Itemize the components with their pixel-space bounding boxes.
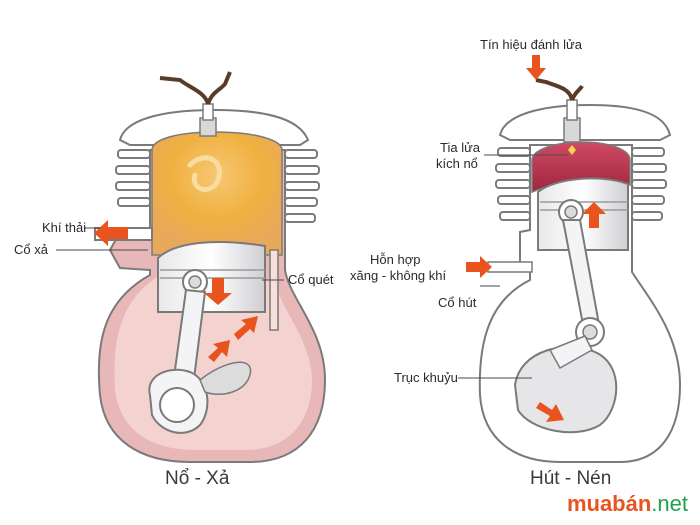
scavenge-arrow-lower (208, 340, 230, 362)
label-exhaust-gas: Khí thải (42, 220, 87, 235)
right-flow-arrows (466, 55, 606, 422)
right-piston (537, 177, 629, 251)
piston-down-arrow (204, 278, 232, 305)
left-scavenge-duct (269, 249, 279, 331)
left-spark-plug (159, 71, 232, 137)
scavenge-arrow-upper (234, 316, 258, 340)
right-connecting-rod (513, 219, 618, 434)
caption-intake-compression: Hút - Nén (530, 468, 612, 489)
right-cooling-fins (495, 103, 672, 221)
left-flow-arrows (94, 220, 258, 362)
caption-power-exhaust: Nổ - Xả (165, 468, 230, 489)
label-exhaust-port: Cổ xả (14, 242, 48, 257)
right-engine (466, 55, 682, 463)
mixture-arrow (466, 256, 492, 278)
watermark-main: muabán (566, 491, 652, 516)
right-spark-plug (535, 78, 584, 155)
left-connecting-rod (148, 288, 252, 434)
exhaust-arrow (94, 220, 128, 246)
watermark-suffix: .net (651, 491, 688, 516)
label-leader-lines (56, 154, 568, 379)
left-engine (94, 71, 327, 463)
piston-up-arrow (582, 202, 606, 228)
label-spark-line2: kích nổ (436, 156, 478, 171)
left-piston (157, 241, 266, 313)
right-crank-web (513, 346, 618, 434)
label-intake-port: Cổ hút (438, 295, 477, 310)
label-crankshaft: Trục khuỷu (394, 370, 458, 385)
label-spark-line1: Tia lửa (440, 140, 481, 155)
label-scavenge-port: Cổ quét (288, 272, 334, 287)
watermark-logo: muabán.net (567, 491, 688, 517)
label-mixture-line1: Hỗn hợp (370, 252, 421, 267)
ignition-arrow (526, 55, 546, 80)
left-combustion-chamber (151, 131, 283, 256)
right-intake-port (487, 261, 533, 273)
crank-rotation-arrow (536, 402, 564, 422)
label-ignition-signal: Tín hiệu đánh lửa (480, 37, 582, 52)
label-mixture-line2: xăng - không khí (350, 268, 447, 283)
